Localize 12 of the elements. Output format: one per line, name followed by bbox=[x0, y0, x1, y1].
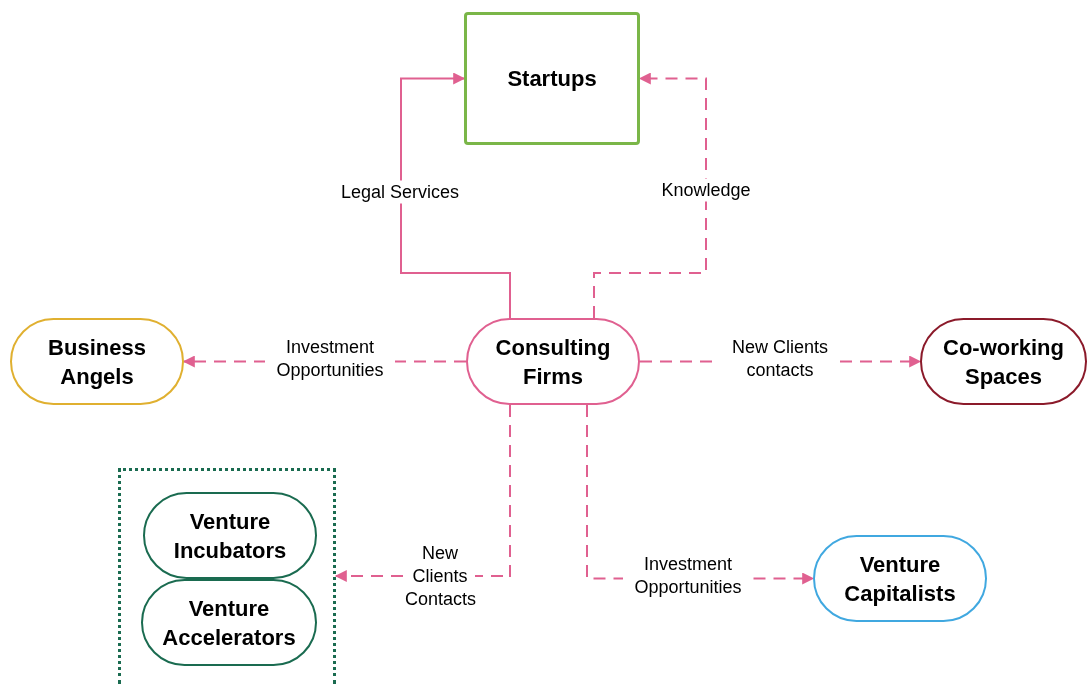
group-frame bbox=[118, 468, 336, 684]
rounded-node bbox=[920, 318, 1087, 405]
process-box bbox=[464, 12, 640, 145]
arrow bbox=[593, 72, 707, 319]
arrow bbox=[400, 72, 511, 319]
node-label: Startups bbox=[506, 65, 598, 93]
node-label: Venture Incubators bbox=[172, 507, 288, 565]
node-label: Co-working Spaces bbox=[942, 333, 1065, 391]
node-label: Venture Capitalists bbox=[843, 550, 957, 608]
node-label: Business Angels bbox=[47, 333, 147, 391]
node-label: Consulting Firms bbox=[494, 333, 612, 391]
node-label: Venture Accelerators bbox=[161, 594, 297, 652]
